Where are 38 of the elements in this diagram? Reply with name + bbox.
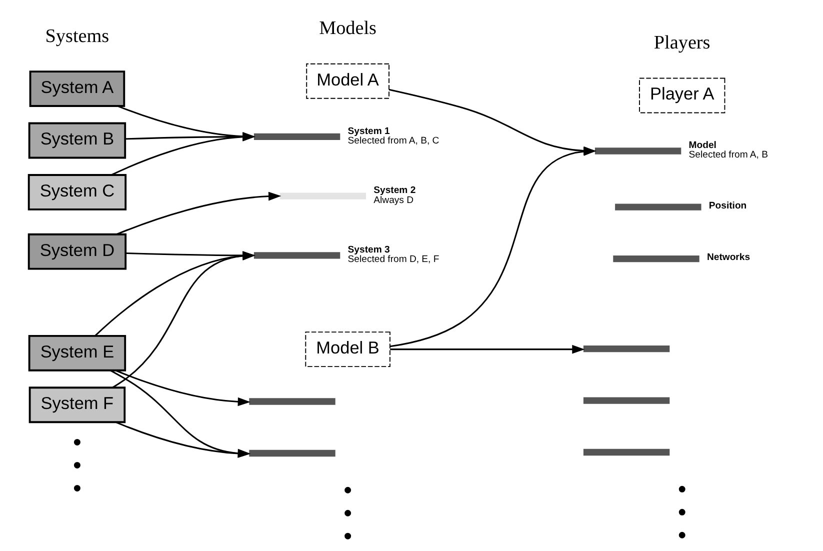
- node-label: Selected from D, E, F: [348, 254, 440, 266]
- label: Players: [654, 32, 710, 54]
- node-bar: [583, 397, 670, 404]
- arrow: [115, 422, 250, 458]
- node-box: System F: [28, 386, 126, 424]
- arrow: [116, 192, 282, 236]
- node-bar: [594, 148, 682, 154]
- node-label: Networks: [707, 252, 750, 264]
- node-label: System 2: [374, 185, 416, 196]
- node-label: Selected from A, B, C: [348, 135, 440, 146]
- node-bar: [249, 450, 336, 457]
- node-bar: [249, 398, 336, 405]
- node-bar: [613, 255, 700, 262]
- node-label: Position: [708, 200, 747, 212]
- arrow: [115, 370, 250, 406]
- node-box: System C: [28, 174, 127, 210]
- label: Models: [319, 18, 377, 40]
- node-box: System A: [29, 70, 126, 107]
- node-box: System D: [28, 233, 127, 270]
- node-box: Player A: [639, 78, 726, 114]
- node-box: Model B: [305, 332, 390, 368]
- node-bar: [583, 345, 670, 352]
- node-box: System B: [28, 122, 126, 159]
- label: Systems: [45, 26, 110, 47]
- node-label: Always D: [374, 194, 414, 206]
- node-label: System 1: [348, 126, 390, 137]
- arrow: [110, 370, 250, 458]
- node-bar: [254, 133, 340, 140]
- node-label: System 3: [348, 244, 390, 256]
- node-bar: [254, 252, 340, 259]
- node-box: Model A: [306, 63, 390, 99]
- node-bar: [280, 192, 366, 200]
- node-box: System E: [28, 334, 126, 372]
- node-label: Selected from A, B: [688, 150, 768, 161]
- node-bar: [615, 204, 702, 210]
- node-bar: [583, 448, 670, 456]
- node-label: Model: [688, 140, 716, 152]
- arrow: [390, 344, 585, 354]
